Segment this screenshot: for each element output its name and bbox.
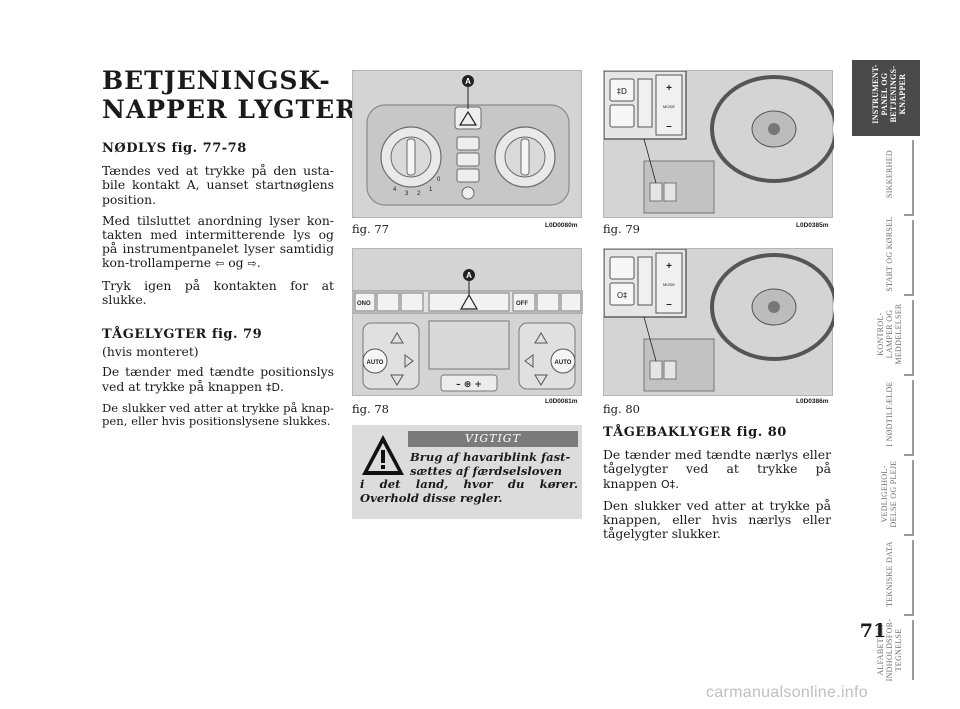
tab-label: VEDLIGEHOL-DELSE OG PLEJE <box>880 460 898 528</box>
fig77-dial-0: 0 <box>437 177 441 183</box>
warning-header: VIGTIGT <box>408 431 578 447</box>
hazard-paragraph-3: Tryk igen på kontakten for at slukke. <box>102 277 334 307</box>
page-title: BETJENINGSK- NAPPER LYGTER <box>102 66 357 124</box>
tab-start-driving[interactable]: START OG KØRSEL <box>852 216 920 296</box>
warning-triangle-icon <box>362 435 404 475</box>
figure-80-image: O‡ + MODE – <box>603 248 838 396</box>
hazard-paragraph-2-text: Med tilsluttet anordning lyser kon-takte… <box>102 212 334 271</box>
fig79-minus: – <box>666 121 672 132</box>
fig79-plus: + <box>666 83 672 94</box>
hazard-paragraph-1: Tændes ved at trykke på den usta-bile ko… <box>102 163 334 207</box>
fog-note: (hvis monteret) <box>102 344 199 360</box>
fig77-dial-1: 1 <box>429 187 433 193</box>
tab-index[interactable]: ALFABETISK INDHOLDSFOR-TEGNELSE <box>852 619 920 681</box>
tab-warning-lights[interactable]: KONTROL-LAMPER OG MEDDELELSER <box>852 300 920 376</box>
figure-78-image: ONO OFF – ⊛ + AUTO AUTO A <box>352 248 584 396</box>
figure-78-code: L0D0081m <box>545 398 578 405</box>
tab-safety[interactable]: SIKKERHED <box>852 140 920 216</box>
fig78-auto-left: AUTO <box>367 360 384 366</box>
fog-paragraph-1-text: De tænder med tændte positionslys ved at… <box>102 364 334 394</box>
warning-box: VIGTIGT Brug af havariblink fast- sættes… <box>352 425 582 519</box>
rearfog-paragraph-2: Den slukker ved atter at trykke på knapp… <box>603 497 831 542</box>
fig80-plus: + <box>666 261 672 272</box>
tab-label: KONTROL-LAMPER OG MEDDELELSER <box>875 303 903 365</box>
figure-79-code: L0D0385m <box>796 222 829 229</box>
page-number: 71 <box>859 620 887 642</box>
turn-right-indicator-icon: ⇨ <box>247 257 257 271</box>
fig77-marker: A <box>465 77 471 86</box>
turn-left-indicator-icon: ⇦ <box>215 257 225 271</box>
tab-technical-data[interactable]: TEKNISKE DATA <box>852 540 920 616</box>
fig77-dial-3: 3 <box>405 191 409 197</box>
figure-80-code: L0D0386m <box>796 398 829 405</box>
hazard-paragraph-2: Med tilsluttet anordning lyser kon-takte… <box>102 212 334 271</box>
auto-climate-panel-drawing: ONO OFF – ⊛ + AUTO AUTO A <box>352 269 584 392</box>
figure-78-caption: fig. 78 <box>352 402 389 416</box>
figure-79-image: ‡D + MODE – <box>603 70 838 218</box>
tab-instrument-panel[interactable]: INSTRUMENT-PANEL OG BETJENINGS-KNAPPER <box>852 60 920 136</box>
tab-label: START OG KØRSEL <box>884 216 894 292</box>
figure-77-caption: fig. 77 <box>352 222 389 236</box>
figure-77-image: A 4 3 2 1 0 <box>352 70 582 218</box>
tab-label: SIKKERHED <box>884 149 894 199</box>
fig79-mode: MODE <box>663 104 675 109</box>
fig79-front-fog-icon: ‡D <box>617 87 627 96</box>
rear-fog-light-icon: O‡ <box>661 477 676 491</box>
dashboard-rear-fog-drawing: O‡ + MODE – <box>603 248 838 392</box>
climate-panel-drawing: A 4 3 2 1 0 <box>366 75 570 206</box>
hazard-og-word: og <box>228 255 244 271</box>
tab-label: INSTRUMENT-PANEL OG BETJENINGS-KNAPPER <box>871 64 907 124</box>
tab-label: I NØDTILFÆLDE <box>884 381 894 447</box>
fog-paragraph-2: De slukker ved atter at trykke på knap-p… <box>102 400 334 429</box>
figure-77-code: L0D0080m <box>545 222 578 229</box>
tab-maintenance[interactable]: VEDLIGEHOL-DELSE OG PLEJE <box>852 460 920 536</box>
fog-heading: TÅGELYGTER fig. 79 <box>102 327 263 343</box>
figure-80-caption: fig. 80 <box>603 402 640 416</box>
fig77-dial-2: 2 <box>417 191 421 197</box>
text-column-left: NØDLYS fig. 77-78 Tændes ved at trykke p… <box>102 141 334 435</box>
fig80-mode: MODE <box>663 282 675 287</box>
warning-line-1: Brug af havariblink fast- <box>410 450 571 464</box>
dashboard-fog-drawing: ‡D + MODE – <box>603 70 838 214</box>
fig78-auto-right: AUTO <box>555 360 572 366</box>
tab-label: TEKNISKE DATA <box>884 541 894 607</box>
rearfog-paragraph-1: De tænder med tændte nærlys eller tågely… <box>603 447 831 491</box>
title-line-1: BETJENINGSK- <box>102 66 331 95</box>
fig80-rear-fog-icon: O‡ <box>617 291 627 300</box>
front-fog-light-icon: ‡D <box>265 380 280 394</box>
fig78-mono-label: ONO <box>357 301 371 307</box>
fig77-dial-4: 4 <box>393 187 397 193</box>
hazard-heading: NØDLYS fig. 77-78 <box>102 141 247 156</box>
fig78-fan-buttons: – ⊛ + <box>456 380 482 390</box>
fig78-marker: A <box>466 271 472 280</box>
title-line-2: NAPPER LYGTER <box>102 95 357 124</box>
text-column-right: TÅGEBAKLYGER fig. 80 De tænder med tændt… <box>603 425 831 548</box>
warning-text: Brug af havariblink fast- sættes af færd… <box>360 450 578 505</box>
warning-rest: i det land, hvor du kører. Overhold diss… <box>360 477 578 505</box>
tab-emergency[interactable]: I NØDTILFÆLDE <box>852 380 920 456</box>
rearfog-paragraph-1-text: De tænder med tændte nærlys eller tågely… <box>603 447 831 491</box>
fog-paragraph-1: De tænder med tændte positionslys ved at… <box>102 364 334 394</box>
fig78-off-label: OFF <box>516 301 528 307</box>
warning-line-2: sættes af færdselsloven <box>410 463 563 478</box>
watermark: carmanualsonline.info <box>706 684 868 701</box>
rearfog-heading: TÅGEBAKLYGER fig. 80 <box>603 425 787 440</box>
fig80-minus: – <box>666 299 672 310</box>
figure-79-caption: fig. 79 <box>603 222 640 236</box>
